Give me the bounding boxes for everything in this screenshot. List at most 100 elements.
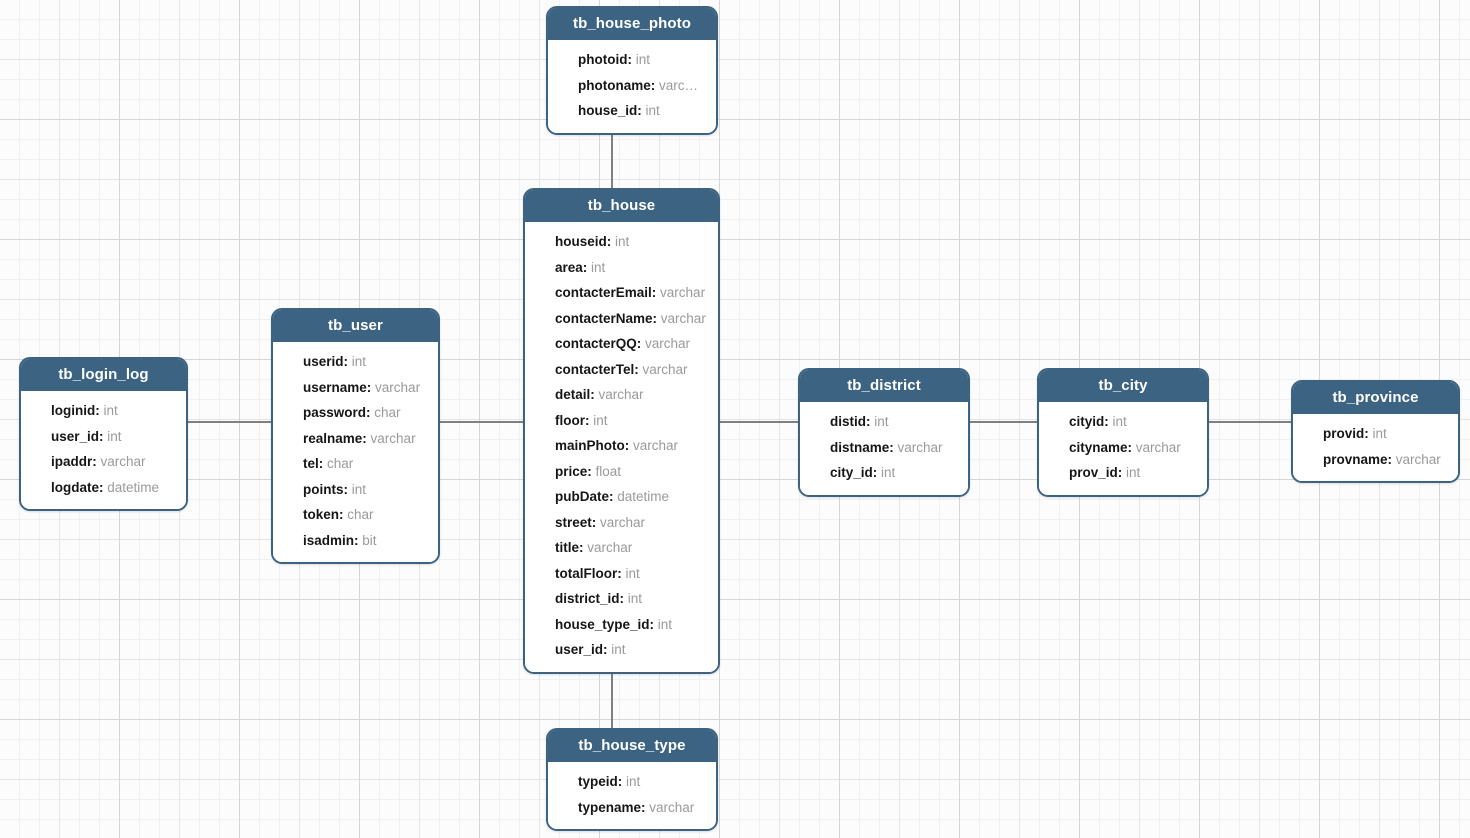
field-row[interactable]: street: varchar [525, 510, 718, 536]
entity-title-tb_district: tb_district [800, 370, 968, 402]
field-row[interactable]: title: varchar [525, 535, 718, 561]
field-row[interactable]: distname: varchar [800, 435, 968, 461]
field-row[interactable]: house_type_id: int [525, 612, 718, 638]
field-row[interactable]: district_id: int [525, 586, 718, 612]
relationship-tb_login_log-to-tb_user[interactable] [188, 421, 273, 423]
field-separator: : [637, 103, 646, 118]
field-row[interactable]: user_id: int [525, 637, 718, 663]
field-row[interactable]: contacterName: varchar [525, 306, 718, 332]
relationship-tb_house-to-tb_district[interactable] [718, 421, 800, 423]
field-row[interactable]: password: char [273, 400, 438, 426]
field-type: varchar [897, 439, 943, 455]
field-row[interactable]: logdate: datetime [21, 475, 186, 501]
field-row[interactable]: loginid: int [21, 398, 186, 424]
field-type: varchar [1395, 451, 1441, 467]
field-row[interactable]: realname: varchar [273, 426, 438, 452]
field-row[interactable]: distid: int [800, 409, 968, 435]
field-name: prov_id [1069, 465, 1118, 480]
field-row[interactable]: pubDate: datetime [525, 484, 718, 510]
field-row[interactable]: contacterEmail: varchar [525, 280, 718, 306]
field-row[interactable]: user_id: int [21, 424, 186, 450]
field-row[interactable]: photoid: int [548, 47, 716, 73]
field-row[interactable]: provid: int [1293, 421, 1458, 447]
field-row[interactable]: prov_id: int [1039, 460, 1207, 486]
field-row[interactable]: tel: char [273, 451, 438, 477]
field-type: int [611, 642, 626, 657]
field-row[interactable]: contacterTel: varchar [525, 357, 718, 383]
field-type: char [347, 507, 374, 522]
field-name: pubDate [555, 489, 609, 504]
field-row[interactable]: detail: varchar [525, 382, 718, 408]
field-row[interactable]: ipaddr: varchar [21, 449, 186, 475]
field-type: datetime [617, 489, 670, 504]
field-type: int [1126, 465, 1141, 480]
field-row[interactable]: houseid: int [525, 229, 718, 255]
field-separator: : [609, 489, 618, 504]
relationship-tb_user-to-tb_house[interactable] [440, 421, 525, 423]
field-type: varc… [659, 77, 699, 93]
field-separator: : [318, 456, 328, 471]
field-row[interactable]: isadmin: bit [273, 528, 438, 554]
field-separator: : [591, 514, 601, 530]
relationship-tb_house-to-tb_house_type[interactable] [611, 665, 613, 730]
field-type: varchar [633, 438, 679, 453]
field-row[interactable]: photoname: varc… [548, 73, 716, 99]
field-type: int [627, 591, 643, 606]
field-row[interactable]: totalFloor: int [525, 561, 718, 587]
field-type: varchar [100, 454, 146, 469]
field-row[interactable]: floor: int [525, 408, 718, 434]
field-type: int [1112, 414, 1127, 429]
field-row[interactable]: token: char [273, 502, 438, 528]
field-row[interactable]: typename: varchar [548, 795, 716, 821]
field-type: varchar [645, 336, 691, 351]
field-name: district_id [555, 591, 620, 606]
field-row[interactable]: provname: varchar [1293, 447, 1458, 473]
entity-title-tb_province: tb_province [1293, 382, 1458, 414]
field-name: detail [555, 387, 591, 402]
field-row[interactable]: city_id: int [800, 460, 968, 486]
field-row[interactable]: contacterQQ: varchar [525, 331, 718, 357]
field-separator: : [606, 234, 616, 249]
field-separator: : [1387, 451, 1396, 467]
entity-title-tb_login_log: tb_login_log [21, 359, 186, 391]
field-row[interactable]: mainPhoto: varchar [525, 433, 718, 459]
field-row[interactable]: area: int [525, 255, 718, 281]
field-name: user_id [51, 428, 100, 444]
field-type: int [1372, 426, 1387, 441]
field-type: varchar [1135, 439, 1181, 455]
relationship-tb_house_photo-to-tb_house[interactable] [611, 131, 613, 190]
field-row[interactable]: price: float [525, 459, 718, 485]
field-name: provid [1323, 426, 1365, 441]
field-type: int [657, 616, 673, 632]
field-type: int [351, 354, 367, 369]
field-type: int [107, 428, 122, 444]
field-row[interactable]: cityid: int [1039, 409, 1207, 435]
field-row[interactable]: userid: int [273, 349, 438, 375]
relationship-tb_city-to-tb_province[interactable] [1207, 421, 1293, 423]
field-type: varchar [660, 285, 706, 300]
relationship-tb_district-to-tb_city[interactable] [968, 421, 1039, 423]
field-name: contacterTel [555, 361, 635, 377]
field-row[interactable]: username: varchar [273, 375, 438, 401]
field-row[interactable]: typeid: int [548, 769, 716, 795]
field-name: photoid [578, 52, 628, 67]
field-row[interactable]: points: int [273, 477, 438, 503]
field-type: char [327, 456, 354, 471]
field-row[interactable]: house_id: int [548, 98, 716, 124]
field-separator: : [92, 454, 101, 469]
field-name: provname [1323, 451, 1388, 467]
field-row[interactable]: cityname: varchar [1039, 435, 1207, 461]
